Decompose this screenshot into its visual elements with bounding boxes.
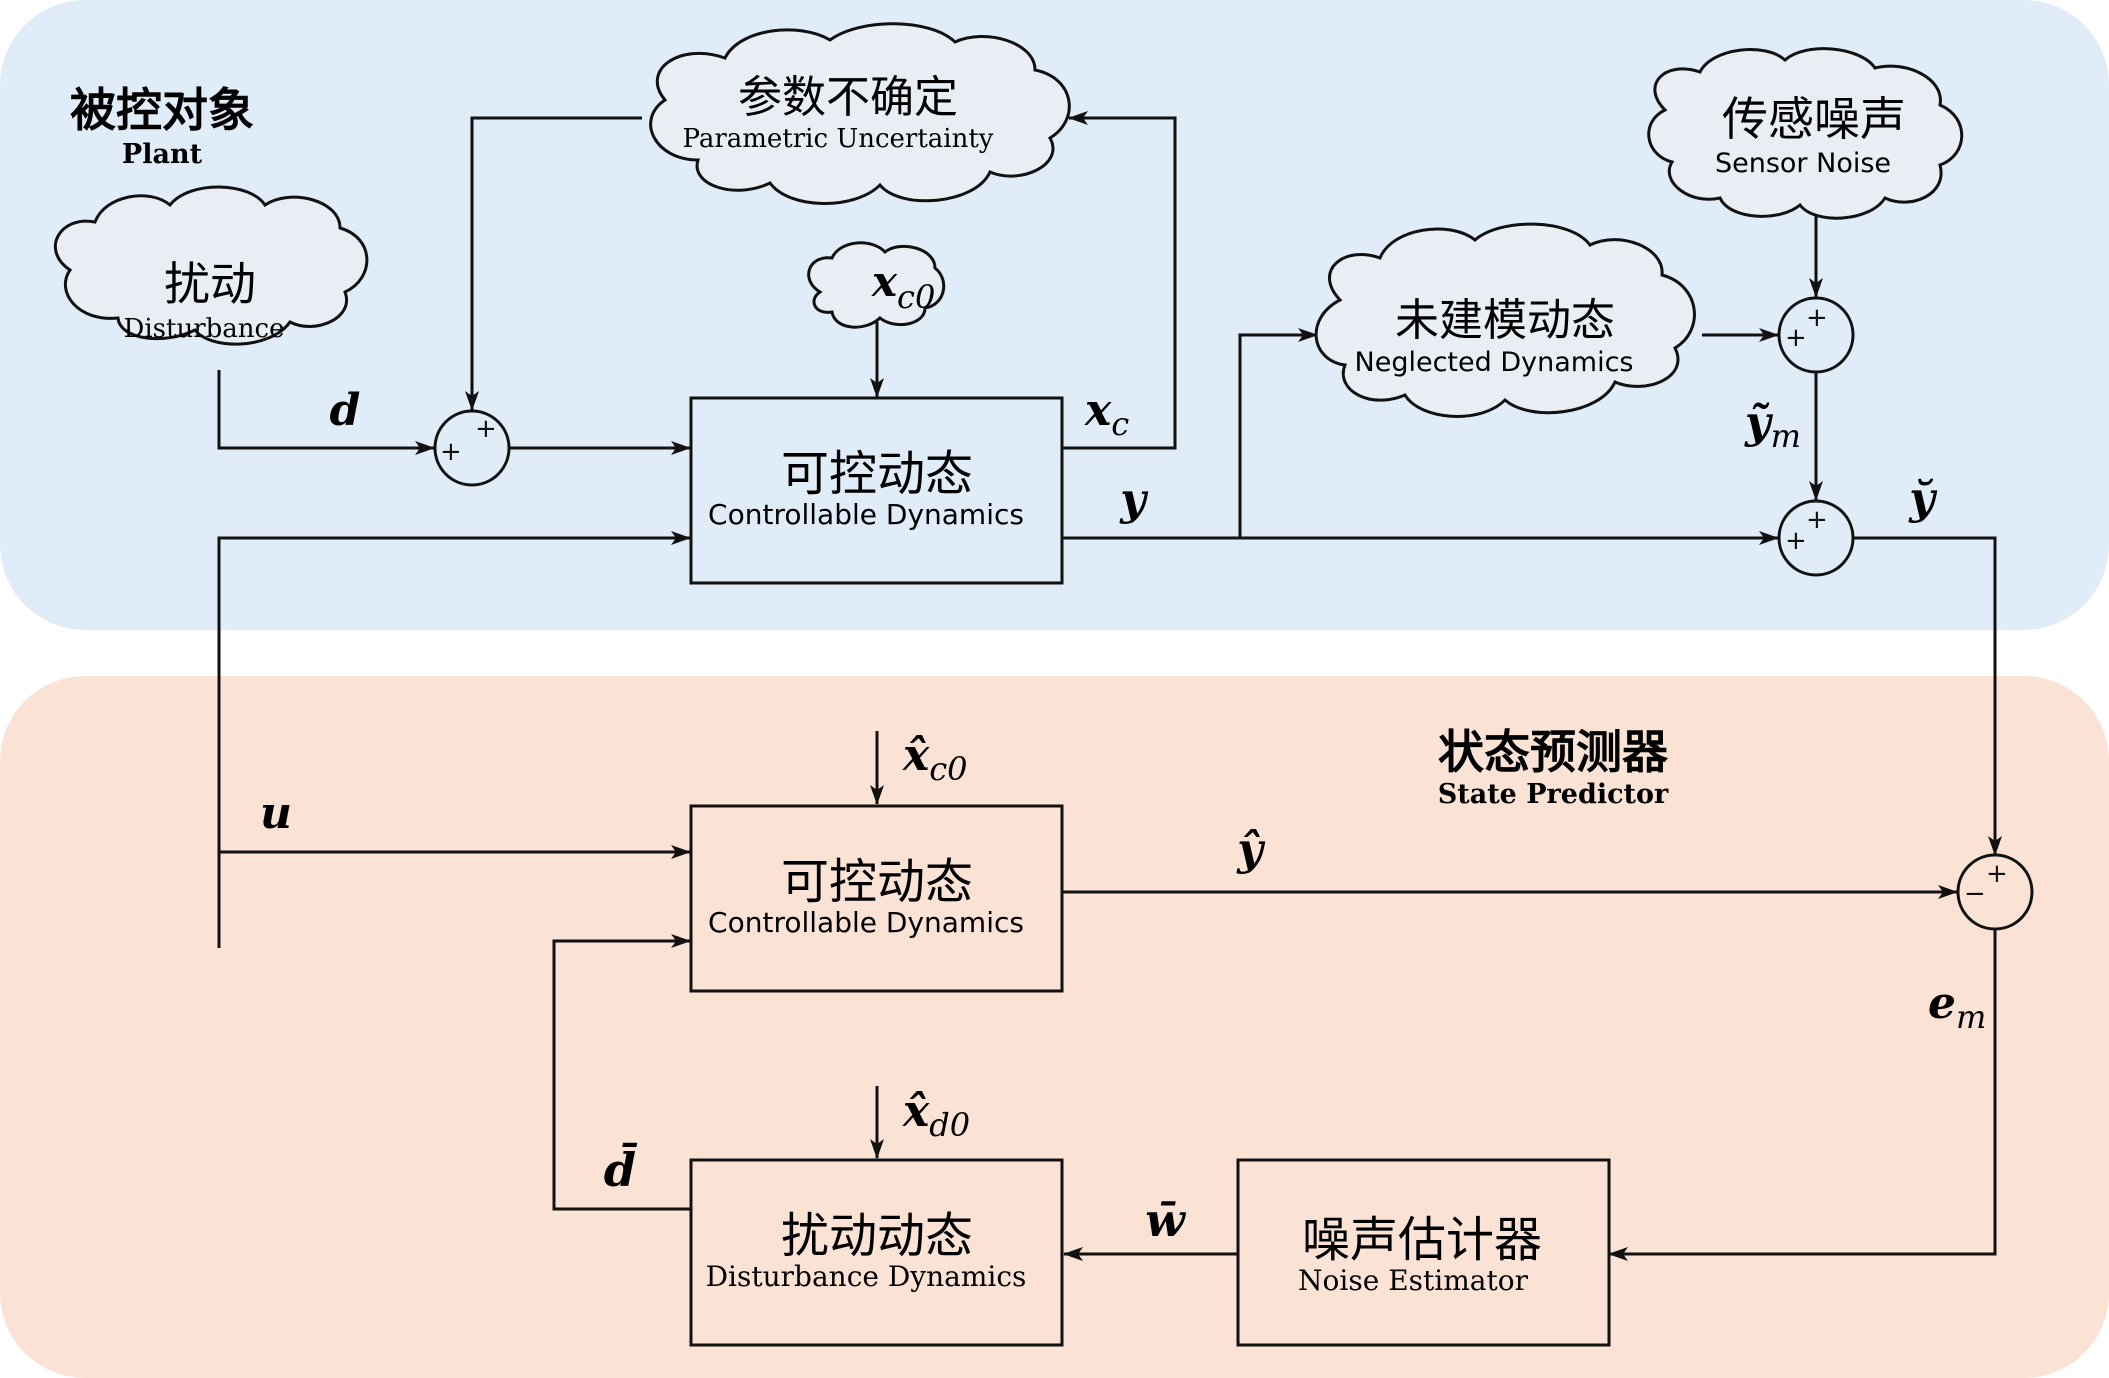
- signal-xhat-c0: x̂c0: [902, 730, 968, 788]
- signal-y-hat: ŷ: [1236, 824, 1266, 875]
- plant-title-en: Plant: [122, 139, 203, 170]
- disturbance-zh: 扰动: [164, 257, 256, 311]
- wire-parametric: [465, 116, 642, 411]
- wire-ybreve: [1854, 536, 2002, 856]
- signal-u: u: [260, 788, 292, 839]
- wire-y-to-neglected: [1238, 328, 1318, 538]
- wire-dbar: [552, 934, 691, 1211]
- sum-junction-error: + −: [1956, 853, 2034, 931]
- dist-dyn-zh: 扰动动态: [781, 1208, 973, 1264]
- pred-dyn-zh: 可控动态: [781, 854, 973, 910]
- pred-dyn-en: Controllable Dynamics: [708, 906, 1024, 939]
- cloud-parametric: 参数不确定 Parametric Uncertainty: [649, 22, 1071, 205]
- block-disturbance-dynamics: 扰动动态 Disturbance Dynamics: [689, 1158, 1064, 1347]
- signal-xc: xc: [1084, 385, 1129, 443]
- xc0-label: xc0: [871, 257, 935, 316]
- svg-text:+: +: [440, 437, 462, 467]
- signal-xhat-d0: x̂d0: [902, 1086, 970, 1144]
- svg-text:+: +: [1806, 303, 1828, 333]
- sensor-zh: 传感噪声: [1722, 92, 1906, 146]
- signal-w-bar: w̄: [1145, 1193, 1186, 1247]
- wire-xc: [1062, 111, 1177, 450]
- signal-d: d: [330, 385, 361, 436]
- cloud-sensor: 传感噪声 Sensor Noise: [1647, 47, 1964, 220]
- plant-region: [0, 0, 2109, 630]
- plant-dyn-en: Controllable Dynamics: [708, 498, 1024, 531]
- signal-y-breve: y̆: [1908, 473, 1938, 524]
- signal-em: em: [1928, 978, 1986, 1036]
- sum-junction-output: + +: [1777, 499, 1855, 577]
- sum-junction-sensor: + +: [1777, 296, 1855, 374]
- signal-y: y: [1119, 474, 1149, 525]
- plant-dyn-zh: 可控动态: [781, 446, 973, 502]
- cloud-disturbance: 扰动 Disturbance: [53, 185, 369, 346]
- svg-text:+: +: [1986, 859, 2008, 889]
- signal-d-bar: d̄: [604, 1142, 638, 1197]
- block-predictor-controllable-dynamics: 可控动态 Controllable Dynamics: [689, 804, 1064, 993]
- wire-em: [1608, 930, 1997, 1261]
- block-plant-controllable-dynamics: 可控动态 Controllable Dynamics: [689, 396, 1064, 585]
- neglected-en: Neglected Dynamics: [1355, 347, 1634, 378]
- svg-text:−: −: [1964, 879, 1986, 909]
- predictor-region: [0, 676, 2109, 1378]
- disturbance-en: Disturbance: [124, 314, 285, 344]
- neglected-zh: 未建模动态: [1395, 295, 1615, 346]
- svg-text:+: +: [1806, 505, 1828, 535]
- cloud-xc0: xc0: [807, 241, 946, 329]
- sensor-en: Sensor Noise: [1715, 148, 1891, 179]
- parametric-en: Parametric Uncertainty: [683, 124, 994, 154]
- svg-text:+: +: [1785, 323, 1807, 353]
- svg-text:+: +: [475, 414, 497, 444]
- signal-ym-tilde: ỹm: [1744, 397, 1801, 455]
- plant-title-zh: 被控对象: [70, 83, 254, 137]
- cloud-neglected: 未建模动态 Neglected Dynamics: [1314, 222, 1696, 418]
- dist-dyn-en: Disturbance Dynamics: [706, 1260, 1027, 1293]
- wire-d: [217, 370, 435, 455]
- parametric-zh: 参数不确定: [738, 72, 958, 123]
- block-noise-estimator: 噪声估计器 Noise Estimator: [1236, 1158, 1611, 1347]
- noise-est-en: Noise Estimator: [1298, 1264, 1529, 1297]
- sum-junction-plant-input: + +: [433, 409, 511, 487]
- noise-est-zh: 噪声估计器: [1302, 1212, 1542, 1268]
- svg-text:+: +: [1785, 526, 1807, 556]
- predictor-title-en: State Predictor: [1438, 779, 1669, 810]
- predictor-title-zh: 状态预测器: [1438, 725, 1669, 779]
- wire-u-vertical: [217, 531, 691, 948]
